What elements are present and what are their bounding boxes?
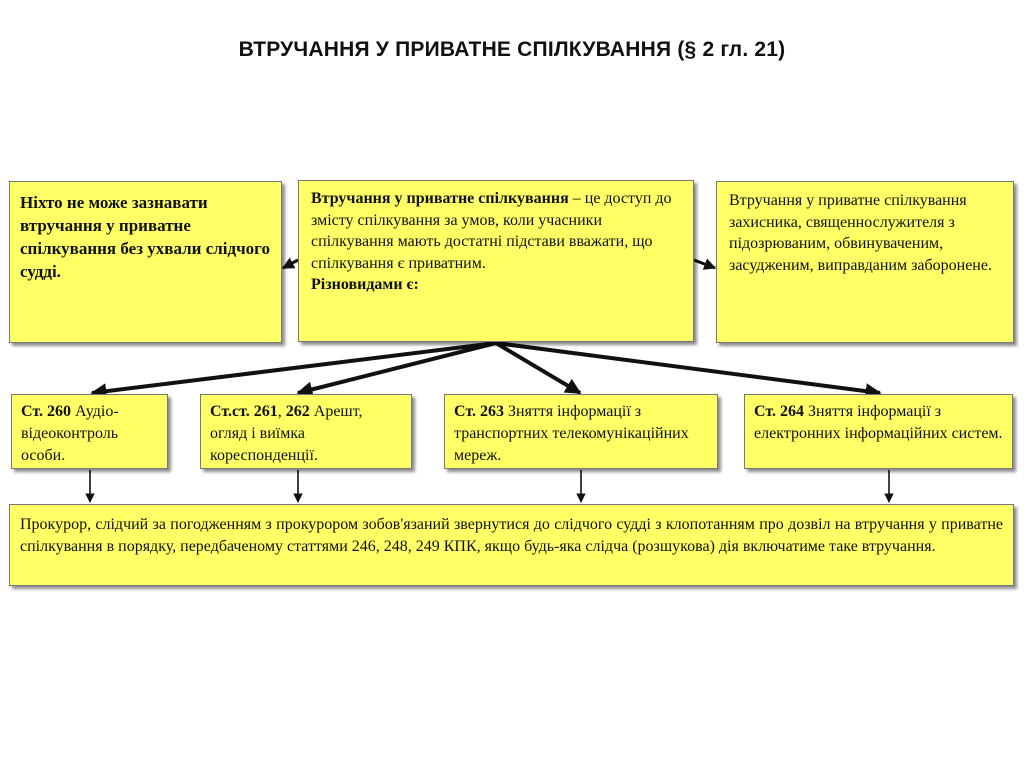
arrow-center-to-sub-260: [90, 341, 497, 400]
prosecutor-obligation-text: Прокурор, слідчий за погодженням з проку…: [20, 516, 1003, 555]
definition-box: Втручання у приватне спілкування – це до…: [298, 180, 694, 342]
arrow-center-to-sub-261: [296, 341, 497, 398]
arrow-center-to-left: [281, 257, 299, 270]
no-interference-box: Ніхто не може зазнавати втручання у прив…: [9, 181, 282, 343]
type-ref: Ст. 260: [21, 403, 71, 420]
type-ref-2: 262: [285, 403, 310, 420]
type-text: Арешт, огляд і виїмка кореспонденції.: [210, 403, 363, 464]
arrow-center-to-right: [693, 258, 717, 270]
type-ref-prefix: Ст.ст.: [210, 403, 254, 420]
page-title: ВТРУЧАННЯ У ПРИВАТНЕ СПІЛКУВАННЯ (§ 2 гл…: [238, 38, 786, 61]
type-box-art-263: Ст. 263 Зняття інформації з транспортних…: [444, 394, 718, 469]
type-ref: 261: [253, 403, 278, 420]
arrow-center-to-sub-263: [494, 341, 582, 395]
no-interference-text: Ніхто не може зазнавати втручання у прив…: [20, 193, 270, 281]
prosecutor-obligation-box: Прокурор, слідчий за погодженням з проку…: [9, 504, 1014, 586]
definition-term: Втручання у приватне спілкування: [311, 190, 569, 207]
prohibition-box: Втручання у приватне спілкування захисни…: [716, 181, 1014, 343]
type-ref: Ст. 264: [754, 403, 804, 420]
type-box-art-260: Ст. 260 Аудіо-відеоконтроль особи.: [11, 394, 168, 469]
arrow-center-to-sub-264: [495, 341, 882, 400]
type-box-art-264: Ст. 264 Зняття інформації з електронних …: [744, 394, 1013, 469]
type-text: Зняття інформації з електронних інформац…: [754, 403, 1003, 442]
definition-text: – це доступ до змісту спілкування за умо…: [311, 190, 672, 272]
type-ref-separator: ,: [277, 403, 286, 420]
type-box-art-261-262: Ст.ст. 261, 262 Арешт, огляд і виїмка ко…: [200, 394, 412, 469]
type-text: Зняття інформації з транспортних телеком…: [454, 403, 689, 464]
type-text: Аудіо-відеоконтроль особи.: [21, 403, 119, 464]
type-ref: Ст. 263: [454, 403, 504, 420]
prohibition-text: Втручання у приватне спілкування захисни…: [729, 192, 992, 274]
types-label: Різновидами є:: [311, 276, 419, 293]
